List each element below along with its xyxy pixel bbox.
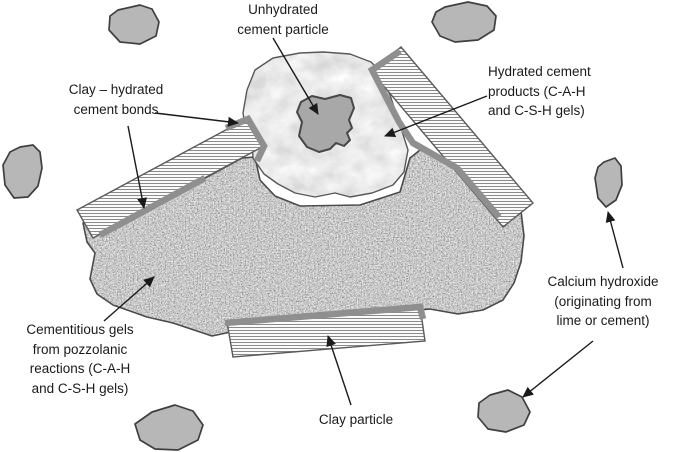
arrow-calcium-down: [522, 340, 594, 398]
arrow-clay-particle: [326, 335, 352, 406]
calcium-hydroxide-blob-top-center: [431, 1, 497, 43]
calcium-hydroxide-blob-left: [2, 144, 43, 199]
calcium-hydroxide-blob-right: [594, 157, 623, 208]
calcium-hydroxide-blob-top-left: [108, 4, 160, 45]
arrow-clay-bond-lower: [127, 125, 147, 209]
bond-left-clay-bottom: [98, 175, 207, 238]
arrow-unhydrated-particle: [272, 37, 319, 115]
label-unhydrated-cement-particle: Unhydrated cement particle: [237, 2, 329, 37]
calcium-hydroxide-blob-bottom-left: [134, 404, 204, 451]
arrow-calcium-up: [605, 211, 624, 269]
label-clay-hydrated-cement-bonds: Clay – hydrated cement bonds: [68, 82, 164, 117]
label-hydrated-cement-products: Hydrated cement products (C-A-H and C-S-…: [488, 64, 591, 119]
label-cementitious-gels: Cementitious gels from pozzolanic reacti…: [26, 322, 134, 396]
arrow-hydrated-products: [384, 95, 488, 138]
cementitious-gel-mass: [82, 149, 525, 337]
unhydrated-cement-particle: [296, 94, 355, 153]
arrow-cementitious-gels: [103, 276, 155, 322]
label-clay-particle: Clay particle: [318, 412, 394, 427]
label-calcium-hydroxide: Calcium hydroxide (originating from lime…: [547, 274, 659, 329]
bond-bottom-clay: [224, 303, 427, 327]
arrow-clay-bond-upper: [154, 112, 239, 127]
bond-right-clay: [367, 48, 502, 220]
calcium-hydroxide-blob-bottom-right: [477, 389, 531, 433]
